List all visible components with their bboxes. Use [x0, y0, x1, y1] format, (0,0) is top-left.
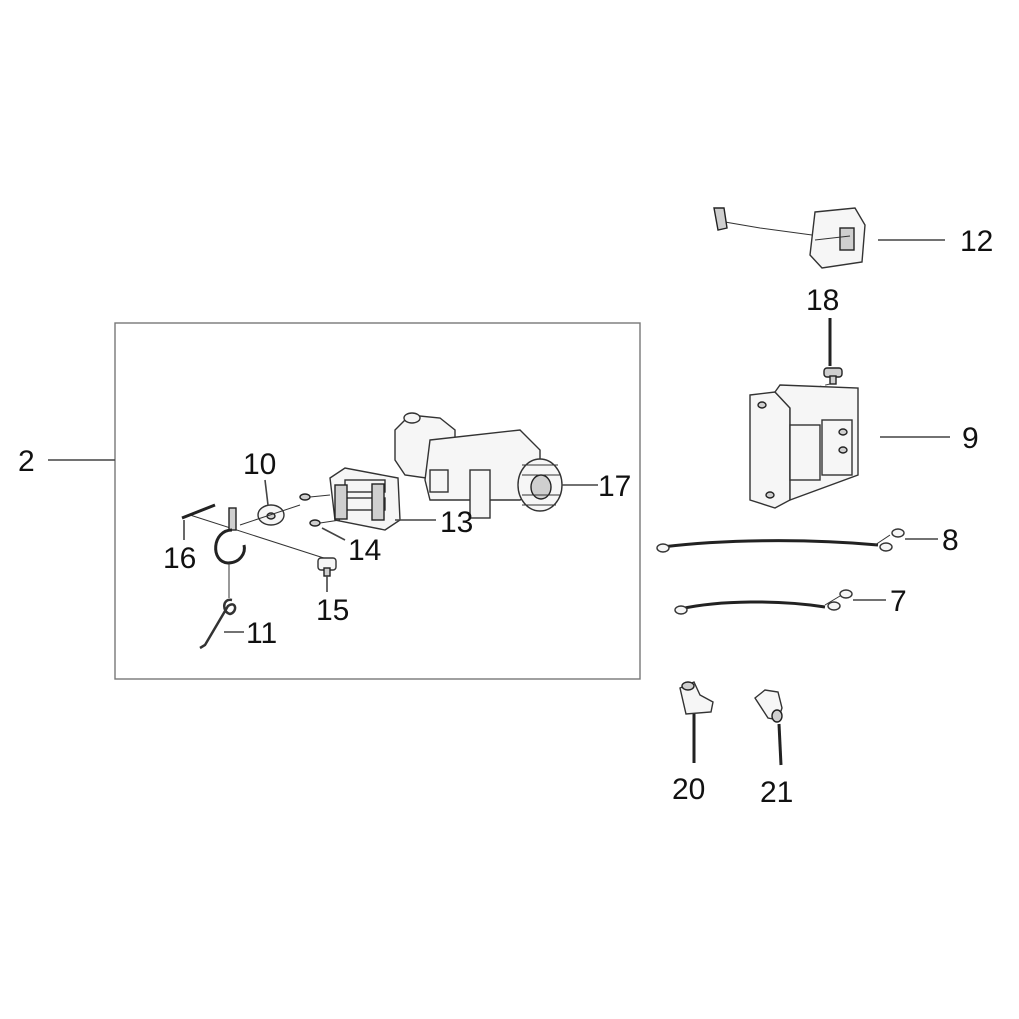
remote-control-part	[713, 207, 866, 269]
mounting-screw-part	[779, 367, 843, 397]
callout-12: 12	[960, 225, 993, 258]
callout-21: 21	[760, 776, 793, 809]
callout-9: 9	[962, 422, 979, 455]
callout-11: 11	[246, 617, 277, 650]
leader-line-10	[264, 479, 269, 506]
leader-line-21	[777, 723, 783, 766]
roller-fairlead-part	[329, 467, 401, 531]
callout-18: 18	[806, 284, 839, 317]
winch-hook-part	[214, 507, 246, 598]
hook-bolt-part	[317, 557, 337, 577]
terminal-boot-20-part	[679, 681, 714, 715]
callout-16: 16	[163, 542, 196, 575]
callout-13: 13	[440, 506, 473, 539]
callout-14: 14	[348, 534, 381, 567]
power-cable-short-part	[674, 589, 853, 615]
hook-strap-part	[199, 598, 237, 650]
callout-2: 2	[18, 445, 35, 478]
clevis-pin-part	[181, 503, 216, 520]
callout-7: 7	[890, 585, 907, 618]
callout-8: 8	[942, 524, 959, 557]
fairlead-bolts-part	[299, 493, 341, 527]
callout-10: 10	[243, 448, 276, 481]
winch-motor-part	[394, 412, 563, 519]
leader-line-14	[321, 527, 346, 541]
terminal-boot-21-part	[754, 689, 783, 723]
winch-assembly-frame	[114, 322, 641, 680]
callout-17: 17	[598, 470, 631, 503]
callout-20: 20	[672, 773, 705, 806]
contactor-box-part	[749, 384, 859, 509]
power-cable-long-part	[656, 528, 905, 553]
callout-15: 15	[316, 594, 349, 627]
